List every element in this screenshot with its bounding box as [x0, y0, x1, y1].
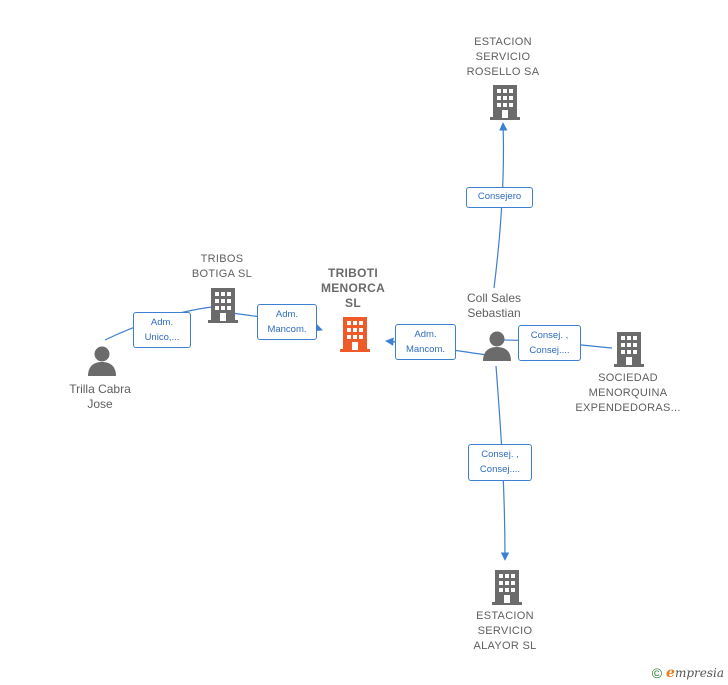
center-company-label[interactable]: TRIBOTI MENORCA SL	[320, 266, 386, 310]
empresia-logo[interactable]: empresia	[666, 665, 724, 681]
edge-label-tribos-center[interactable]: Adm. Mancom.	[257, 304, 317, 340]
building-icon	[340, 317, 370, 352]
edge-label-coll-rosello[interactable]: Consejero	[466, 187, 533, 208]
estacion-alayor-label[interactable]: ESTACION SERVICIO ALAYOR SL	[473, 610, 537, 652]
footer-brand: © empresia	[652, 665, 724, 681]
estacion-rosello-label[interactable]: ESTACION SERVICIO ROSELLO SA	[466, 36, 540, 78]
tribos-botiga-label[interactable]: TRIBOS BOTIGA SL	[191, 253, 253, 280]
edge-label-trilla-tribos[interactable]: Adm. Unico,...	[133, 312, 191, 348]
sociedad-menorquina-label[interactable]: SOCIEDAD MENORQUINA EXPENDEDORAS...	[575, 372, 681, 414]
edge-label-coll-sociedad[interactable]: Consej. , Consej....	[518, 325, 581, 361]
edge-coll-rosello	[493, 122, 508, 289]
person-icon	[88, 346, 116, 376]
building-icon	[490, 85, 520, 120]
building-icon	[208, 288, 238, 323]
copyright-icon: ©	[651, 665, 663, 681]
coll-sales-label[interactable]: Coll Sales Sebastian	[466, 291, 522, 320]
trilla-cabra-label[interactable]: Trilla Cabra Jose	[69, 382, 131, 411]
person-icon	[483, 331, 511, 361]
building-icon	[614, 332, 644, 367]
building-icon	[492, 570, 522, 605]
edge-label-coll-alayor[interactable]: Consej. , Consej....	[468, 444, 532, 481]
edge-label-coll-center[interactable]: Adm. Mancom.	[395, 324, 456, 360]
